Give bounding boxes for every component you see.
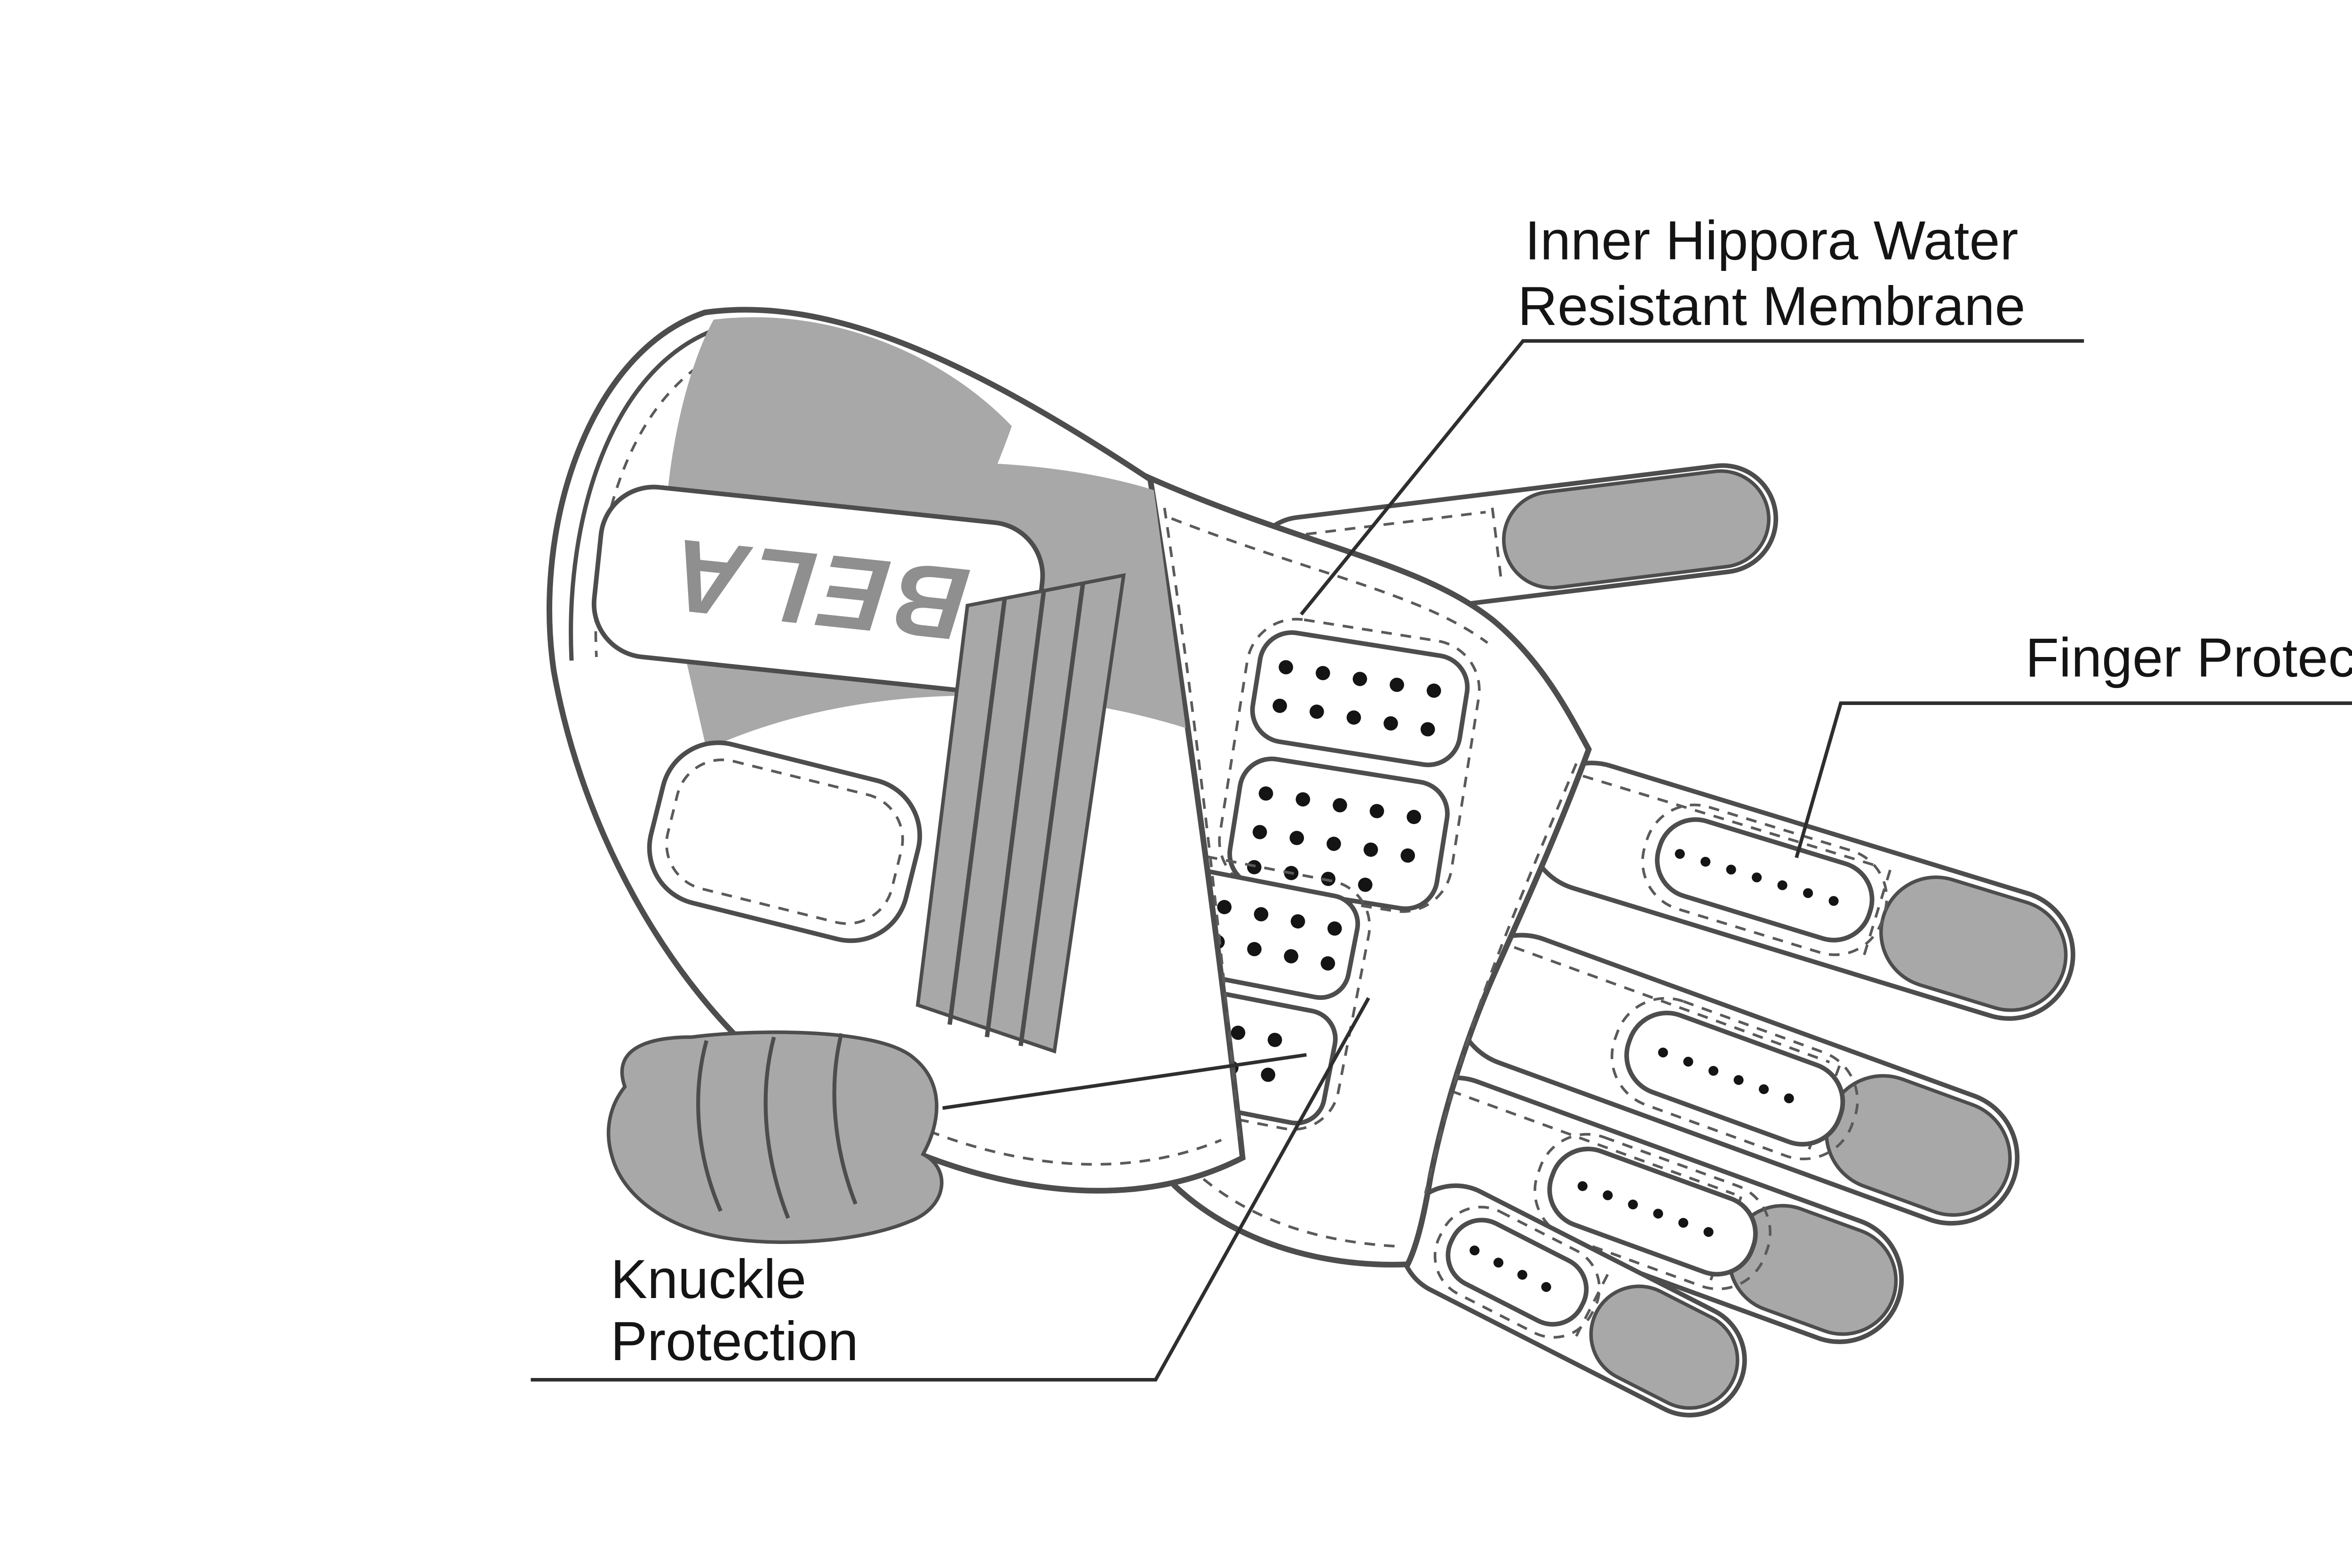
perforation-dots xyxy=(1272,698,1445,738)
thumb-tip-pad xyxy=(1502,469,1771,590)
cuff-lower-patch-stitching xyxy=(665,758,904,925)
pinky-tip-stitch xyxy=(1571,1274,1609,1345)
pinky-finger-protector xyxy=(1446,1218,1589,1327)
wrist-stripe-line xyxy=(985,591,1046,1037)
index-finger xyxy=(1525,760,2075,1021)
label-knuckle-protection-line2: Protection xyxy=(611,1310,858,1372)
perforation-dots xyxy=(1173,927,1338,971)
hand-bottom-stitch xyxy=(1202,1178,1403,1248)
knuckle-closeup xyxy=(606,1030,944,1244)
wrist-stripe-panel xyxy=(915,573,1126,1054)
glove-illustration: BELA xyxy=(547,307,2075,1418)
cuff-hand-seam xyxy=(1163,507,1240,1137)
leader-line-knuckle-closeup xyxy=(942,1053,1307,1110)
wrist-stripe-line xyxy=(1018,584,1085,1046)
knuckle-ridge xyxy=(763,1036,790,1219)
middle-finger xyxy=(1453,933,2020,1226)
index-fingertip-pad xyxy=(1879,875,2068,1012)
pinky-fingertip-pad xyxy=(1589,1284,1740,1410)
perforation-dots xyxy=(1258,786,1431,826)
leader-line-knuckle-protection xyxy=(531,997,1370,1382)
cuff-opening-hem xyxy=(569,328,715,661)
knuckle-pad-upper-top xyxy=(1250,630,1470,768)
index-tip-stitch xyxy=(1860,869,1891,962)
middle-protector-stitching xyxy=(1610,997,1859,1161)
pinky-protector-stitching xyxy=(1433,1205,1601,1339)
perforation-dots xyxy=(1157,1011,1315,1053)
middle-stitch xyxy=(1495,939,1830,1063)
ring-finger-protector xyxy=(1547,1147,1758,1277)
label-membrane-line1: Inner Hippora Water xyxy=(1525,209,2018,271)
leader-lines xyxy=(531,339,2352,1382)
ring-protector-stitching xyxy=(1534,1132,1772,1291)
middle-protector-perforation xyxy=(1658,1047,1818,1112)
index-stitch xyxy=(1564,769,1881,868)
perforation-dots xyxy=(1180,893,1345,936)
index-protector-perforation xyxy=(1675,849,1855,911)
label-knuckle-protection-line1: Knuckle xyxy=(611,1248,806,1310)
knuckle-closeup-shape xyxy=(606,1030,944,1244)
finger-base-seam xyxy=(1424,763,1578,1194)
perforation-dots xyxy=(1252,825,1425,864)
ring-protector-perforation xyxy=(1577,1181,1731,1243)
ring-stitch xyxy=(1432,1083,1735,1196)
index-finger-protector xyxy=(1655,817,1875,942)
thumb-stitch xyxy=(1491,507,1503,586)
cuff-lower-patch xyxy=(647,740,922,943)
leader-line-finger-protection xyxy=(1795,701,2352,858)
wrist-stripe-line xyxy=(947,598,1007,1025)
leader-line-membrane xyxy=(1300,339,2084,616)
wrist-stripe-shape xyxy=(915,573,1126,1054)
perforation-dots xyxy=(1279,660,1451,699)
thumb-stitch-top xyxy=(1267,511,1486,540)
knuckle-ridge xyxy=(832,1033,858,1205)
logo-patch: BELA xyxy=(591,484,1045,695)
pinky-protector-perforation xyxy=(1470,1245,1566,1300)
hand-top-stitch xyxy=(1171,517,1488,644)
label-membrane-line2: Resistant Membrane xyxy=(1518,275,2025,337)
label-finger-protection: Finger Protection xyxy=(2026,627,2352,689)
knuckle-ridge xyxy=(696,1040,723,1212)
labels: Inner Hippora Water Resistant Membrane F… xyxy=(611,209,2352,1372)
